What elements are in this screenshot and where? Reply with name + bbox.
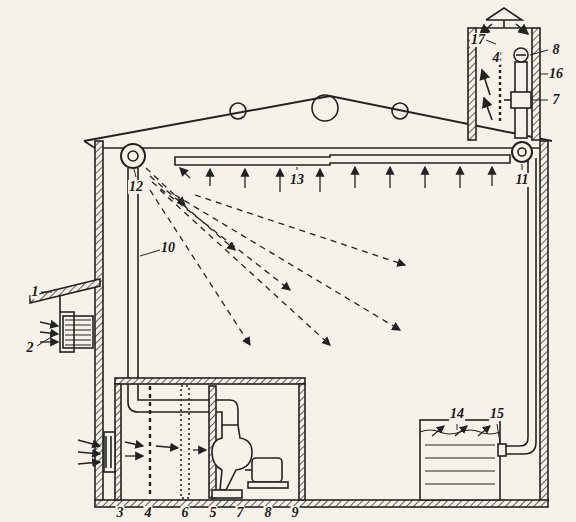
- callout-number: 17: [470, 33, 486, 47]
- callout-number: 13: [289, 173, 305, 187]
- callout-number: 12: [128, 180, 144, 194]
- callout-number: 3: [116, 506, 125, 520]
- callout-number: 1: [31, 285, 40, 299]
- callout-number: 10: [160, 241, 176, 255]
- callout-number: 5: [209, 506, 218, 520]
- callout-number: 7: [552, 93, 561, 107]
- callout-number: 4: [144, 506, 153, 520]
- callout-number: 2: [26, 341, 35, 355]
- callout-number: 8: [552, 43, 561, 57]
- callout-number: 9: [291, 506, 300, 520]
- callout-number: 14: [449, 407, 465, 421]
- callout-number: 8: [264, 506, 273, 520]
- callout-number: 7: [236, 506, 245, 520]
- callout-number: 16: [548, 67, 564, 81]
- callout-number: 11: [514, 173, 529, 187]
- callout-number: 6: [181, 506, 190, 520]
- callout-number: 4: [492, 51, 501, 65]
- callout-number: 15: [489, 407, 505, 421]
